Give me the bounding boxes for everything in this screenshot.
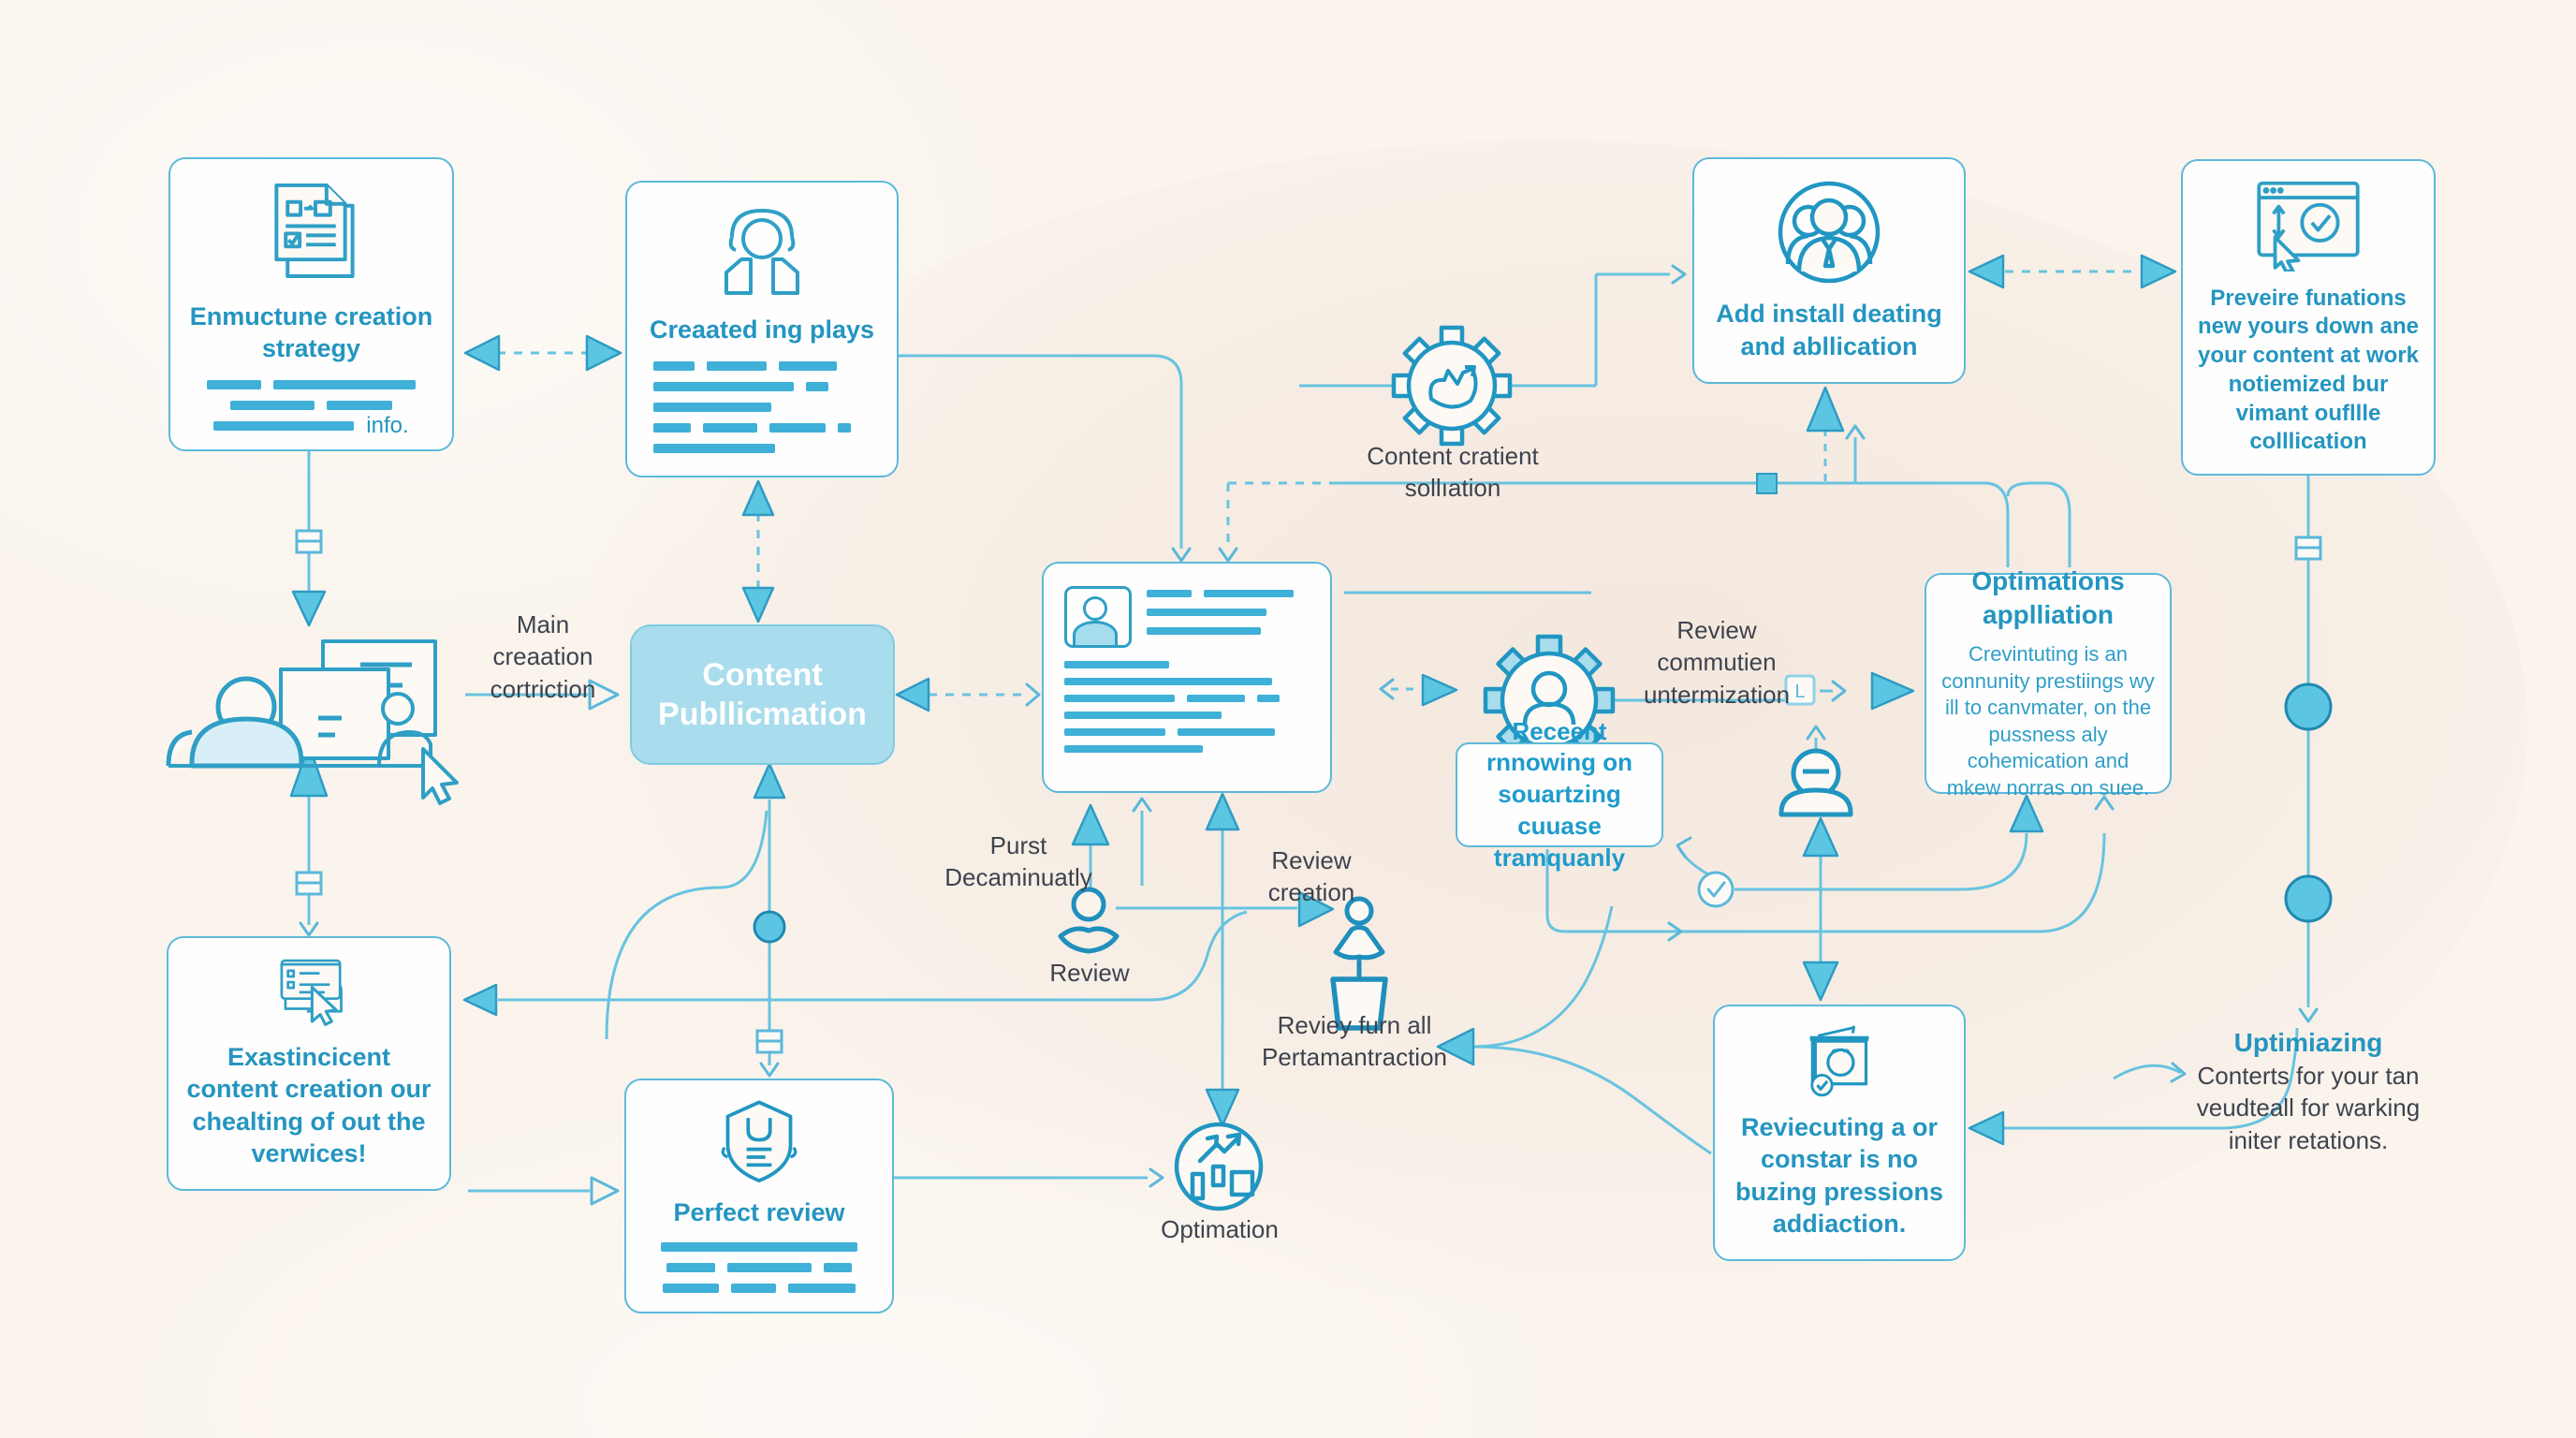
node-add-install: Add install deating and abllication [1692,157,1966,384]
review-person-icon [1058,887,1120,954]
small-arrowheads [299,264,2319,1188]
easel-check-icon [1809,1025,1869,1097]
svg-text:L: L [1794,682,1805,702]
node-profile-card [1042,562,1332,793]
node-content-publication: Content Publlicmation [630,624,895,765]
info-note: info. [366,413,409,438]
node-receent: Receent rnnowing on souartzing cuuase tr… [1456,717,1663,872]
node-title: Optimations applliation [1971,566,2125,630]
document-icon [273,183,355,278]
node-title: Exastincicent content creation our cheal… [186,1042,432,1168]
junction-circles [753,682,2333,944]
node-reviecuting: Reviecuting a or constar is no buzing pr… [1713,1005,1966,1261]
label-review-commutien: Review commutien untermization [1643,616,1791,709]
junction-squares [295,529,2322,1054]
person-headset-icon [724,209,799,296]
skeleton-text [652,1242,866,1293]
node-plays: Creaated ing plays [625,181,899,477]
node-title: Receent rnnowing on souartzing cuuase tr… [1486,716,1632,872]
node-title: Creaated ing plays [649,315,875,345]
label-optimation: Optimation [1161,1215,1279,1243]
label-review-creation: Review creation [1267,846,1355,907]
node-body: Crevintuting is an connunity prestiings … [1941,642,2155,800]
open-arrowheads [588,679,620,1206]
node-title: Preveire funations new yours down ane yo… [2197,285,2420,455]
node-optimations: Optimations applliation Crevintuting is … [1925,566,2172,800]
profile-header [1064,586,1310,648]
node-title: Content Publlicmation [658,656,867,733]
filled-arrowheads [289,254,2177,1146]
node-title: Reviecuting a or constar is no buzing pr… [1734,1112,1944,1239]
node-perfect-review: Perfect review [624,1078,894,1313]
label-reviey-furn: Reviey furn all Pertamantraction [1262,1011,1447,1072]
label-review: Review [1049,959,1130,987]
team-circle-icon [1778,182,1881,284]
node-strategy: Enmuctune creation strategy info. [168,157,454,451]
node-title: Add install deating and abllication [1716,300,1942,360]
label-purst: Purst Decaminuatly [944,831,1092,892]
node-exastincicent: Exastincicent content creation our cheal… [167,936,451,1191]
label-main-creation: Main creaation cortriction [490,610,596,703]
optimation-chart-icon [1174,1122,1264,1211]
person-minus-icon [1778,748,1853,817]
node-title: Perfect review [673,1198,845,1227]
check-circle-icon [1697,871,1734,908]
skeleton-text [1064,661,1310,753]
label-content-cratient: Content cratient sollıation [1367,442,1539,503]
junction-square-filled [1756,473,1778,494]
label-uptimiazing-title: Uptimiazing [2233,1028,2383,1057]
checklist-cursor-icon [280,959,343,1026]
connector-lines [307,270,2310,1193]
people-docs-icon [166,639,459,805]
podium-person-icon [1330,896,1388,1031]
node-preveire: Preveire funations new yours down ane yo… [2181,159,2436,476]
l-marker: L [1784,674,1816,706]
node-title: Enmuctune creation strategy [189,301,433,363]
browser-check-icon [2257,181,2360,271]
skeleton-text [653,360,871,453]
shield-icon [721,1100,798,1182]
gear-chart-icon [1391,325,1513,447]
label-uptimiazing-body: Conterts for your tan veudteall for wark… [2196,1062,2421,1154]
avatar [1064,586,1132,648]
skeleton-text: info. [198,380,426,438]
